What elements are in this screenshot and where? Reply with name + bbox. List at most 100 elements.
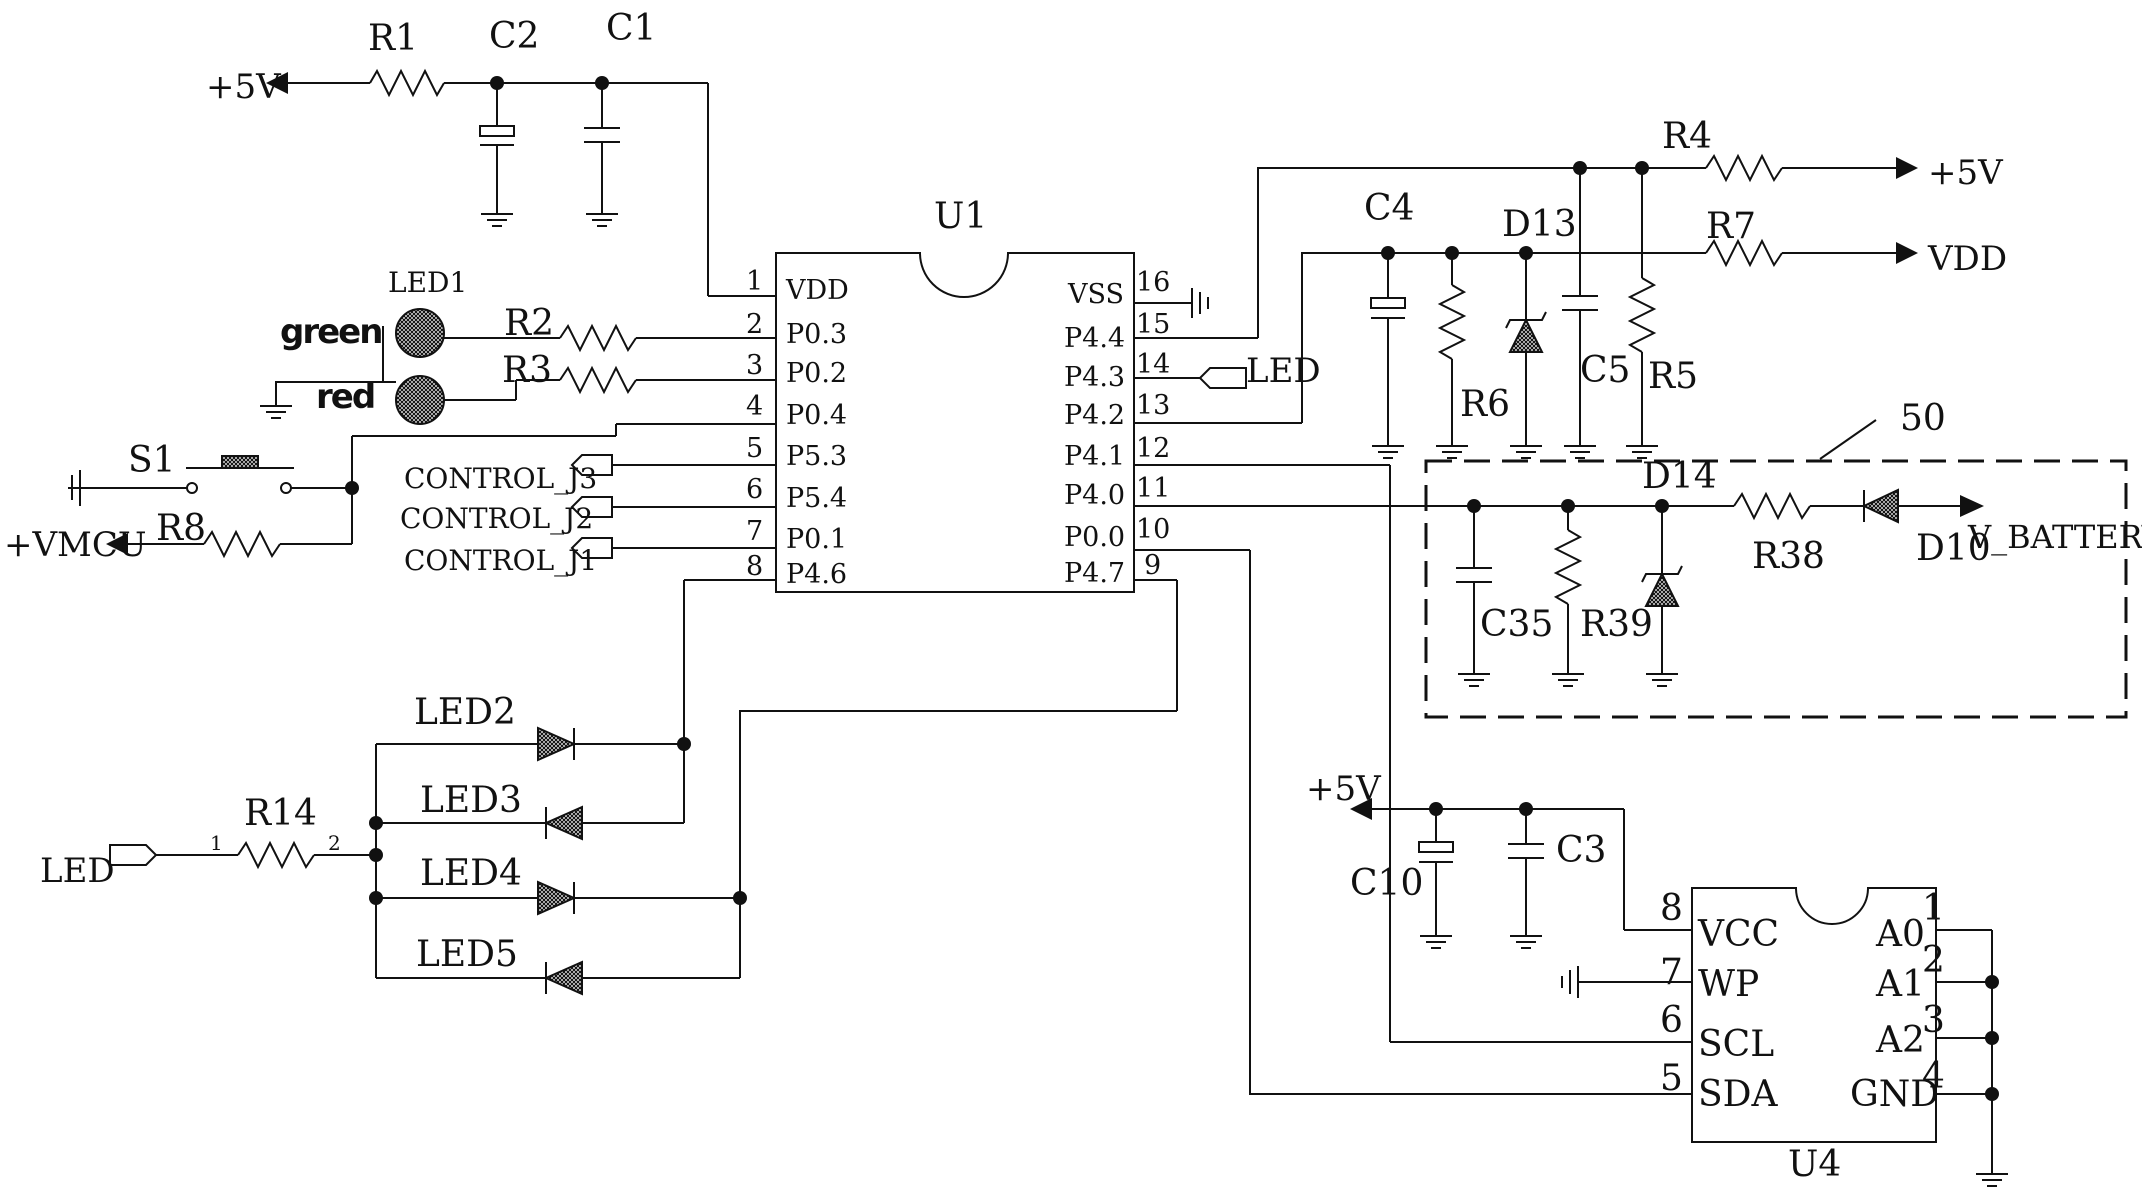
u1-pin-num: 8 bbox=[746, 551, 763, 582]
u1-pin-num: 9 bbox=[1144, 550, 1161, 581]
label-d13: D13 bbox=[1502, 204, 1577, 245]
ic-u1: U1 1 VDD 2 P0.3 3 P0.2 4 P0.4 5 P5.3 6 P… bbox=[612, 196, 1390, 593]
label-r39: R39 bbox=[1580, 604, 1653, 645]
label-r3: R3 bbox=[502, 350, 552, 391]
u4-pin-name: GND bbox=[1850, 1074, 1939, 1115]
resistor-r1 bbox=[369, 68, 445, 98]
net-label-led-left: LED bbox=[40, 851, 115, 891]
net-label-control-j1: CONTROL_J1 bbox=[404, 544, 597, 577]
label-block-50: 50 bbox=[1900, 398, 1946, 439]
top-supply-group: +5V R1 C2 C1 bbox=[206, 8, 772, 297]
u1-pin-num: 10 bbox=[1136, 514, 1170, 545]
u1-pin-name: P5.3 bbox=[786, 441, 847, 472]
net-label-control-j2: CONTROL_J2 bbox=[400, 502, 593, 535]
net-label-led-right: LED bbox=[1246, 351, 1321, 391]
u1-pin-name: VSS bbox=[1067, 279, 1124, 310]
u1-pin-num: 4 bbox=[746, 391, 763, 422]
net-label-v-battery: V_BATTERY bbox=[1967, 518, 2142, 556]
u1-pin-num: 16 bbox=[1136, 267, 1170, 298]
u1-pin-num: 6 bbox=[746, 474, 763, 505]
resistor-r3 bbox=[559, 365, 637, 395]
diode-d13 bbox=[1508, 317, 1544, 353]
resistor-r8 bbox=[203, 529, 281, 559]
resistor-r6 bbox=[1437, 284, 1467, 360]
arrow-icon bbox=[1350, 798, 1372, 820]
label-led4: LED4 bbox=[420, 853, 522, 894]
label-r38: R38 bbox=[1752, 536, 1825, 577]
led-led2 bbox=[537, 726, 577, 762]
label-led5: LED5 bbox=[416, 934, 518, 975]
label-d14: D14 bbox=[1642, 456, 1717, 497]
resistor-r5 bbox=[1627, 277, 1657, 353]
label-led2: LED2 bbox=[414, 692, 516, 733]
u1-pin-name: P5.4 bbox=[786, 483, 847, 514]
arrow-icon bbox=[106, 533, 128, 555]
supply-right-group: R4 +5V R7 VDD C4 R6 D13 bbox=[1198, 116, 2007, 459]
capacitor-c2 bbox=[479, 125, 515, 137]
diode-d14 bbox=[1644, 571, 1680, 607]
led-led3 bbox=[543, 805, 583, 841]
u4-pin-num: 1 bbox=[1922, 888, 1945, 929]
label-r2: R2 bbox=[504, 303, 554, 344]
label-c1: C1 bbox=[606, 8, 656, 49]
u4-pin-name: SDA bbox=[1698, 1074, 1779, 1115]
u1-pin-name: P4.1 bbox=[1064, 441, 1125, 472]
port-control-j2 bbox=[570, 496, 613, 518]
u4-pin-num: 6 bbox=[1660, 1000, 1683, 1041]
control-connectors-group: CONTROL_J3 CONTROL_J2 CONTROL_J1 bbox=[400, 454, 613, 577]
u1-pin-name: P4.3 bbox=[1064, 362, 1125, 393]
diode-d10 bbox=[1861, 488, 1899, 524]
label-r8: R8 bbox=[156, 508, 206, 549]
label-c3: C3 bbox=[1556, 830, 1606, 871]
port-led-right bbox=[1198, 367, 1247, 389]
label-c35: C35 bbox=[1480, 604, 1553, 645]
net-label-5v-right: +5V bbox=[1928, 153, 2004, 193]
net-label-5v-top: +5V bbox=[206, 67, 282, 107]
label-r5: R5 bbox=[1648, 356, 1698, 397]
u1-pin-name: P4.0 bbox=[1064, 480, 1125, 511]
u4-pin-name: A0 bbox=[1875, 914, 1925, 955]
u4-pin-name: A1 bbox=[1875, 964, 1925, 1005]
label-r4: R4 bbox=[1662, 116, 1712, 157]
label-u1: U1 bbox=[934, 196, 987, 237]
resistor-r7 bbox=[1705, 238, 1783, 268]
u4-pin-name: A2 bbox=[1875, 1020, 1925, 1061]
vss-ground bbox=[1191, 288, 1209, 318]
u1-pin-name: P4.6 bbox=[786, 559, 847, 590]
dashed-boundary bbox=[1424, 459, 2128, 719]
label-c2: C2 bbox=[489, 16, 539, 57]
u1-pin-num: 14 bbox=[1136, 349, 1170, 380]
label-c4: C4 bbox=[1364, 188, 1414, 229]
capacitor-c4 bbox=[1370, 297, 1406, 309]
r14-pin-num: 1 bbox=[210, 831, 223, 855]
u1-pin-num: 11 bbox=[1136, 473, 1170, 504]
label-led3: LED3 bbox=[420, 780, 522, 821]
u1-pin-name: P0.3 bbox=[786, 319, 847, 350]
u4-pin-num: 5 bbox=[1660, 1058, 1683, 1099]
u1-pin-name: P0.1 bbox=[786, 524, 847, 555]
u4-pin-name: WP bbox=[1698, 964, 1759, 1005]
u1-pin-name: P4.4 bbox=[1064, 323, 1125, 354]
label-green: green bbox=[280, 312, 381, 352]
resistor-r14 bbox=[237, 840, 315, 870]
u1-pin-name: P0.4 bbox=[786, 400, 847, 431]
port-control-j3 bbox=[570, 454, 613, 476]
label-r14: R14 bbox=[244, 793, 317, 834]
u1-pin-name: P0.0 bbox=[1064, 522, 1125, 553]
resistor-r2 bbox=[559, 323, 637, 353]
resistor-r38 bbox=[1733, 491, 1811, 521]
arrow-icon bbox=[1960, 495, 1984, 517]
label-s1: S1 bbox=[128, 440, 176, 481]
u4-pin-num: 8 bbox=[1660, 888, 1683, 929]
led-led5 bbox=[543, 960, 583, 996]
u1-pin-name: P4.7 bbox=[1064, 558, 1125, 589]
u1-pin-num: 12 bbox=[1136, 433, 1170, 464]
port-control-j1 bbox=[570, 537, 613, 559]
eeprom-group: +5V C10 C3 U4 8 VCC 7 WP 6 bbox=[1249, 506, 2009, 1187]
u1-pin-num: 15 bbox=[1136, 309, 1170, 340]
label-led1: LED1 bbox=[388, 266, 467, 299]
led-green bbox=[395, 308, 445, 358]
switch-reset-group: S1 R8 +VMCU bbox=[4, 424, 617, 565]
u1-left-pins: 1 VDD 2 P0.3 3 P0.2 4 P0.4 5 P5.3 6 P5.4… bbox=[612, 266, 849, 590]
